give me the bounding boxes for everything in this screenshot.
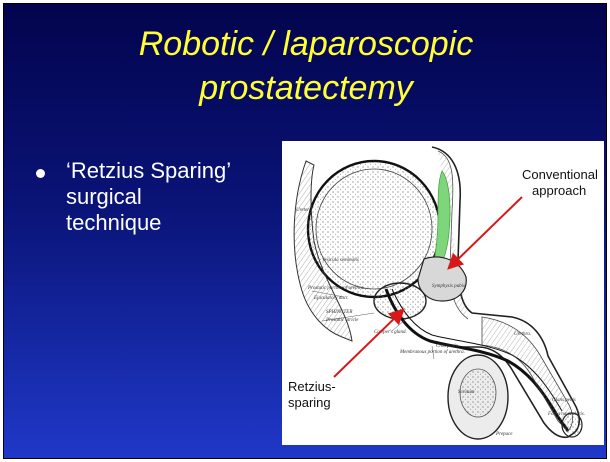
label-prepuce: Prepuce	[495, 432, 513, 437]
label-ejaculatory: Ejaculatory duct.	[313, 296, 349, 301]
anatomy-figure: Prostatic portion of urethra. Ejaculator…	[282, 141, 604, 445]
label-sphincter: SPHINCTER	[326, 310, 352, 315]
bullet-line-3: technique	[66, 210, 286, 236]
label-fossa: Fossa navicularis.	[547, 412, 585, 417]
label-scrotum: Scrotum	[458, 390, 475, 395]
conventional-arrow	[450, 197, 522, 267]
callout-conventional-line-2: approach	[532, 183, 586, 198]
slide: Robotic / laparoscopic prostatectemy ‘Re…	[3, 3, 607, 459]
slide-title: Robotic / laparoscopic prostatectemy	[4, 22, 607, 110]
label-ureter: Ureter	[296, 208, 309, 213]
bullet-line-1: ‘Retzius Sparing’	[66, 158, 286, 184]
callout-retzius-line-2: sparing	[288, 395, 331, 410]
bullet-dot-icon	[36, 169, 45, 178]
label-symphysis: Symphysis pubis	[432, 284, 465, 289]
bullet-line-2: surgical	[66, 184, 286, 210]
label-vesicle: Vesicula seminalis	[322, 258, 359, 263]
callout-retzius-line-1: Retzius-	[288, 379, 336, 394]
bullet-text: ‘Retzius Sparing’ surgical technique	[66, 158, 286, 236]
label-prostatic-utricle: Prostatic utricle	[325, 318, 359, 323]
label-crus: Crus penis.	[436, 344, 459, 349]
label-prostatic-portion: Prostatic portion of urethra.	[307, 286, 365, 291]
title-line-1: Robotic / laparoscopic	[4, 22, 607, 66]
symphysis-pubis-shape	[418, 257, 466, 301]
title-line-2: prostatectemy	[4, 66, 607, 110]
label-urethra: Urethra.	[514, 332, 531, 337]
anatomy-illustration: Prostatic portion of urethra. Ejaculator…	[282, 141, 604, 445]
label-membranous: Membranous portion of urethra.	[399, 350, 465, 355]
callout-conventional-line-1: Conventional	[522, 167, 598, 182]
label-glans: Glans penis	[552, 398, 576, 403]
